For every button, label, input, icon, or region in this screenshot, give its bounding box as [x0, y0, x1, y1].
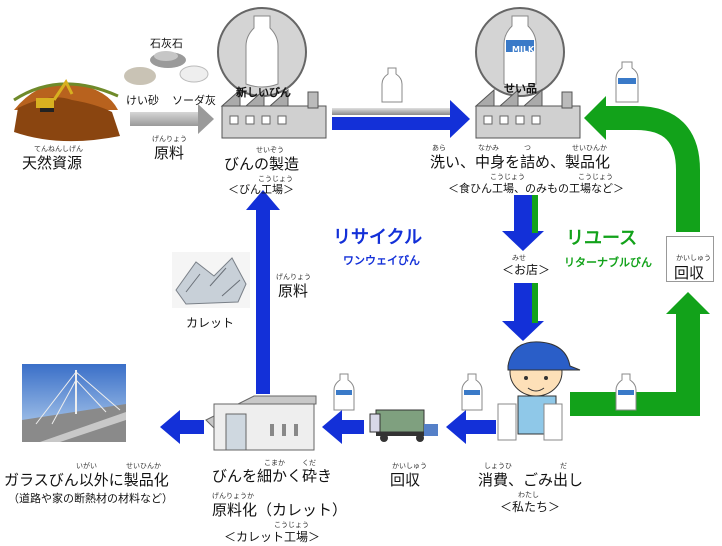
- collect-bottom-label: 回収: [390, 471, 421, 489]
- material-mid-ruby: げんりょう: [276, 273, 311, 281]
- contents-ruby: なかみ: [478, 144, 499, 152]
- other-products-sub: （道路や家の断熱材の材料など）: [8, 492, 173, 505]
- wash-ruby: あら: [432, 144, 446, 152]
- food-factory-process-label: 洗い、中身を詰め、製品化: [430, 153, 611, 171]
- limestone-label: 石灰石: [150, 37, 183, 50]
- cullet-label: カレット: [186, 316, 235, 330]
- other-than-ruby: いがい: [76, 462, 97, 470]
- milk-label: MILK: [512, 45, 535, 54]
- material-mid-label: 原料: [278, 282, 309, 300]
- truck-image: [369, 409, 438, 442]
- shop-label: ＜お店＞: [502, 263, 551, 277]
- arrow-consumer-to-collect: [446, 410, 496, 444]
- arrow-cullet-to-other-products: [160, 410, 204, 444]
- arrow-food-factory-to-shop: [502, 195, 544, 251]
- recycle-subtitle: ワンウェイびん: [343, 254, 420, 267]
- arrow-reuse-loop: [570, 96, 710, 416]
- consumer-image: [497, 341, 581, 441]
- bottle-production-label: びんの製造: [224, 155, 300, 173]
- bottle-factory-image: [217, 7, 327, 139]
- consumer-label: 消費、ごみ出し: [478, 471, 584, 489]
- bottle-factory-label: ＜びん工場＞: [228, 183, 294, 196]
- us-ruby: わたし: [518, 491, 539, 499]
- material-ruby: げんりょう: [152, 135, 187, 143]
- arrow-collect-to-cullet-factory: [322, 410, 364, 444]
- arrow-shop-to-consumer: [502, 283, 544, 341]
- bottle-factory-ruby: こうじょう: [258, 175, 293, 183]
- reuse-subtitle: リターナブルびん: [564, 256, 652, 269]
- bottle-icon: [381, 67, 403, 103]
- natural-resources-label: 天然資源: [22, 154, 83, 172]
- arrow-raw-to-factory: [130, 104, 214, 134]
- collect-box: [666, 236, 714, 282]
- new-bottle-label: 新しいびん: [236, 86, 291, 99]
- collect-right-label: 回収: [674, 264, 705, 282]
- collect-bottom-ruby: かいしゅう: [392, 462, 427, 470]
- milk-bottle-icon-4: [333, 373, 355, 411]
- raw-materials-image: [124, 51, 209, 85]
- other-products-label: ガラスびん以外に製品化: [4, 471, 169, 489]
- recycle-title: リサイクル: [333, 227, 423, 248]
- arrow-cullet-to-bottle-factory: [246, 190, 280, 394]
- arrow-factory-to-food-factory: [332, 100, 470, 138]
- milk-bottle-icon-2: [461, 373, 483, 411]
- other-productize-ruby: せいひんか: [126, 462, 161, 470]
- milk-bottle-icon: [615, 61, 639, 103]
- cullet-factory-image: [205, 395, 317, 451]
- silica-sand-label: けい砂: [126, 94, 159, 107]
- food-factory-ruby-1: こうじょう: [490, 173, 525, 181]
- collect-right-ruby: かいしゅう: [676, 254, 711, 262]
- productize-ruby: せいひんか: [572, 144, 607, 152]
- us-label: ＜私たち＞: [500, 500, 561, 514]
- food-factory-ruby-2: こうじょう: [578, 173, 613, 181]
- bottle-production-ruby: せいぞう: [256, 146, 284, 154]
- take-out-ruby: だ: [560, 462, 567, 470]
- cullet-factory-label: ＜カレット工場＞: [224, 530, 321, 544]
- materialize-ruby: げんりょうか: [212, 492, 254, 500]
- material-label: 原料: [154, 144, 185, 162]
- cullet-factory-ruby: こうじょう: [274, 521, 309, 529]
- fill-ruby: つ: [524, 144, 531, 152]
- product-label: せい品: [504, 82, 537, 95]
- cullet-image: [172, 252, 250, 308]
- natural-resources-ruby: てんねんしげん: [34, 145, 83, 153]
- consumption-ruby: しょうひ: [484, 462, 512, 470]
- food-factory-label: ＜食ひん工場、のみもの工場など＞: [448, 182, 624, 195]
- milk-bottle-icon-3: [615, 373, 637, 411]
- natural-resources-image: [13, 79, 120, 142]
- shop-ruby: みせ: [512, 254, 526, 262]
- food-factory-image: [474, 7, 581, 139]
- materialize-label: 原料化（カレット）: [212, 501, 348, 519]
- fine-ruby: こまか: [264, 459, 285, 467]
- other-products-image: [22, 364, 126, 442]
- crush-label: びんを細かく砕き: [212, 467, 333, 485]
- soda-ash-label: ソーダ灰: [172, 94, 216, 107]
- reuse-title: リユース: [566, 228, 638, 249]
- crush-ruby: くだ: [302, 459, 316, 467]
